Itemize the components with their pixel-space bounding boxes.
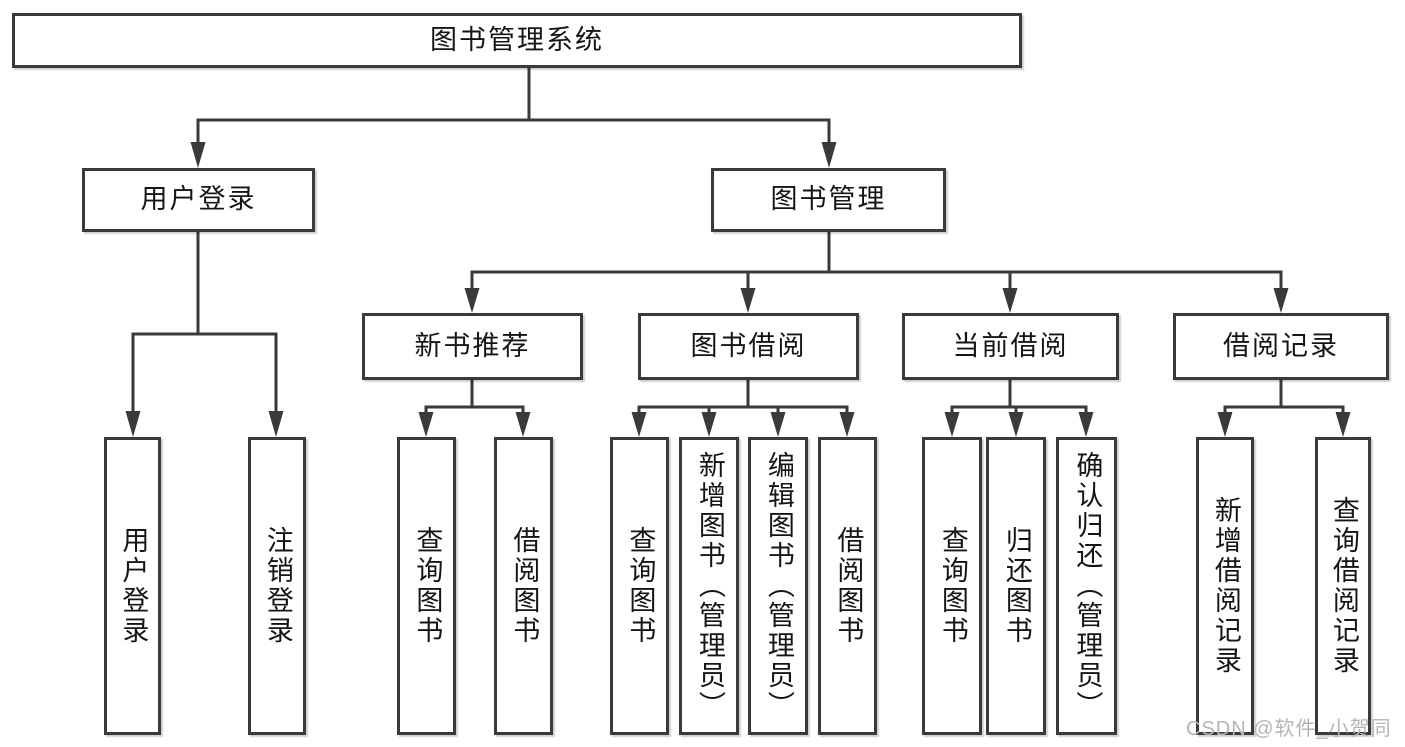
connector-borrowrecord-to-leaves <box>1217 380 1351 437</box>
leaf-br-add-record-label: 新增借阅记录 <box>1210 496 1241 676</box>
node-book-borrow-label: 图书借阅 <box>690 330 807 361</box>
leaf-cb-confirm-return-label: 确认归还（管理员） <box>1072 451 1103 721</box>
leaf-bb-borrow-book: 借阅图书 <box>818 437 877 735</box>
connector-currentborrow-to-leaves <box>944 380 1094 437</box>
leaf-br-add-record: 新增借阅记录 <box>1196 437 1254 735</box>
leaf-user-login: 用户登录 <box>104 437 161 735</box>
leaf-bb-add-book: 新增图书（管理员） <box>679 437 739 735</box>
leaf-bb-borrow-book-label: 借阅图书 <box>833 526 864 646</box>
leaf-logout-label: 注销登录 <box>262 526 293 646</box>
leaf-rec-query-book: 查询图书 <box>397 437 456 735</box>
leaf-logout: 注销登录 <box>248 437 306 735</box>
node-user-login: 用户登录 <box>82 168 315 232</box>
node-borrow-record: 借阅记录 <box>1173 313 1389 380</box>
leaf-rec-query-book-label: 查询图书 <box>412 526 443 646</box>
node-root: 图书管理系统 <box>12 13 1022 68</box>
leaf-rec-borrow-book-label: 借阅图书 <box>509 526 540 646</box>
connector-bookborrow-to-leaves <box>631 380 855 437</box>
leaf-bb-query-book: 查询图书 <box>610 437 669 735</box>
leaf-bb-query-book-label: 查询图书 <box>625 526 656 646</box>
leaf-bb-edit-book-label: 编辑图书（管理员） <box>763 451 794 721</box>
leaf-br-query-record-label: 查询借阅记录 <box>1328 496 1359 676</box>
watermark: CSDN @软件_小贺同学 <box>1186 718 1392 740</box>
connector-userlogin-to-leaves <box>125 232 284 437</box>
node-book-mgmt-label: 图书管理 <box>770 184 887 215</box>
node-book-mgmt: 图书管理 <box>711 168 946 232</box>
leaf-bb-edit-book: 编辑图书（管理员） <box>748 437 808 735</box>
node-borrow-record-label: 借阅记录 <box>1223 330 1339 361</box>
leaf-cb-return-book-label: 归还图书 <box>1001 526 1032 646</box>
leaf-bb-add-book-label: 新增图书（管理员） <box>694 451 725 721</box>
connector-bookmgmt-to-level3 <box>464 232 1289 313</box>
node-current-borrow-label: 当前借阅 <box>952 330 1069 361</box>
node-new-book-rec: 新书推荐 <box>362 313 583 380</box>
leaf-cb-return-book: 归还图书 <box>986 437 1046 735</box>
node-current-borrow: 当前借阅 <box>902 313 1119 380</box>
leaf-rec-borrow-book: 借阅图书 <box>494 437 553 735</box>
node-root-label: 图书管理系统 <box>430 24 604 55</box>
leaf-cb-query-book: 查询图书 <box>922 437 982 735</box>
leaf-user-login-label: 用户登录 <box>118 526 149 646</box>
node-new-book-rec-label: 新书推荐 <box>414 330 531 361</box>
connector-root-to-level2 <box>190 68 837 168</box>
leaf-cb-confirm-return: 确认归还（管理员） <box>1056 437 1117 735</box>
node-user-login-label: 用户登录 <box>140 184 257 215</box>
node-book-borrow: 图书借阅 <box>638 313 859 380</box>
leaf-br-query-record: 查询借阅记录 <box>1315 437 1371 735</box>
leaf-cb-query-book-label: 查询图书 <box>937 526 968 646</box>
connector-newbookrec-to-leaves <box>418 380 531 437</box>
